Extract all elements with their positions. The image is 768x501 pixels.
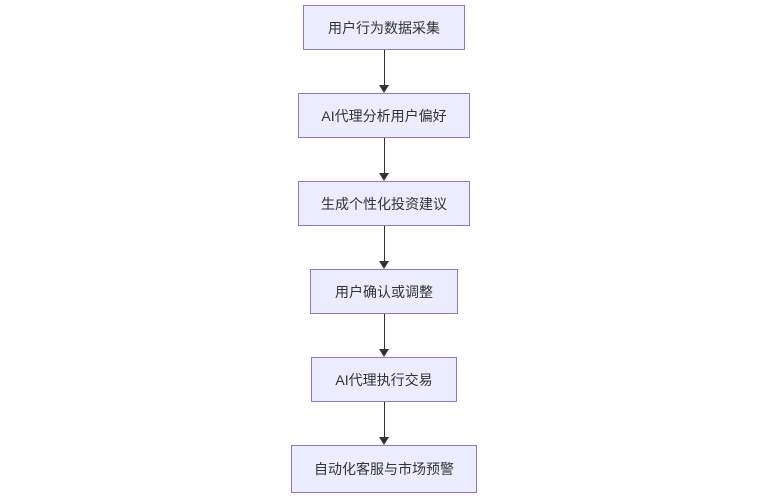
flow-node-label: 用户行为数据采集 xyxy=(328,19,440,36)
flow-node-ai-analyze-preferences: AI代理分析用户偏好 xyxy=(298,93,470,138)
arrowhead-icon xyxy=(379,349,389,357)
arrowhead-icon xyxy=(379,85,389,93)
arrowhead-icon xyxy=(379,437,389,445)
flow-node-generate-investment-advice: 生成个性化投资建议 xyxy=(298,181,470,226)
flow-node-user-confirm-adjust: 用户确认或调整 xyxy=(310,269,458,314)
arrow-shaft xyxy=(383,138,385,173)
arrow-shaft xyxy=(383,402,385,437)
flow-node-label: 自动化客服与市场预警 xyxy=(314,461,454,477)
arrow-shaft xyxy=(383,226,385,261)
arrow-down-icon xyxy=(379,226,389,269)
arrow-shaft xyxy=(383,50,385,85)
flow-node-ai-execute-trade: AI代理执行交易 xyxy=(311,357,457,402)
arrowhead-icon xyxy=(379,173,389,181)
flow-node-user-data-collection: 用户行为数据采集 xyxy=(303,5,465,50)
arrowhead-icon xyxy=(379,261,389,269)
arrow-down-icon xyxy=(379,138,389,181)
flow-node-label: AI代理分析用户偏好 xyxy=(321,107,447,124)
flow-node-label: 用户确认或调整 xyxy=(335,283,433,300)
arrow-shaft xyxy=(383,314,385,349)
arrow-down-icon xyxy=(379,402,389,445)
arrow-down-icon xyxy=(379,50,389,93)
arrow-down-icon xyxy=(379,314,389,357)
flow-node-auto-service-market-alert: 自动化客服与市场预警 xyxy=(291,445,477,493)
flow-node-label: 生成个性化投资建议 xyxy=(321,195,447,212)
flow-node-label: AI代理执行交易 xyxy=(335,371,433,388)
